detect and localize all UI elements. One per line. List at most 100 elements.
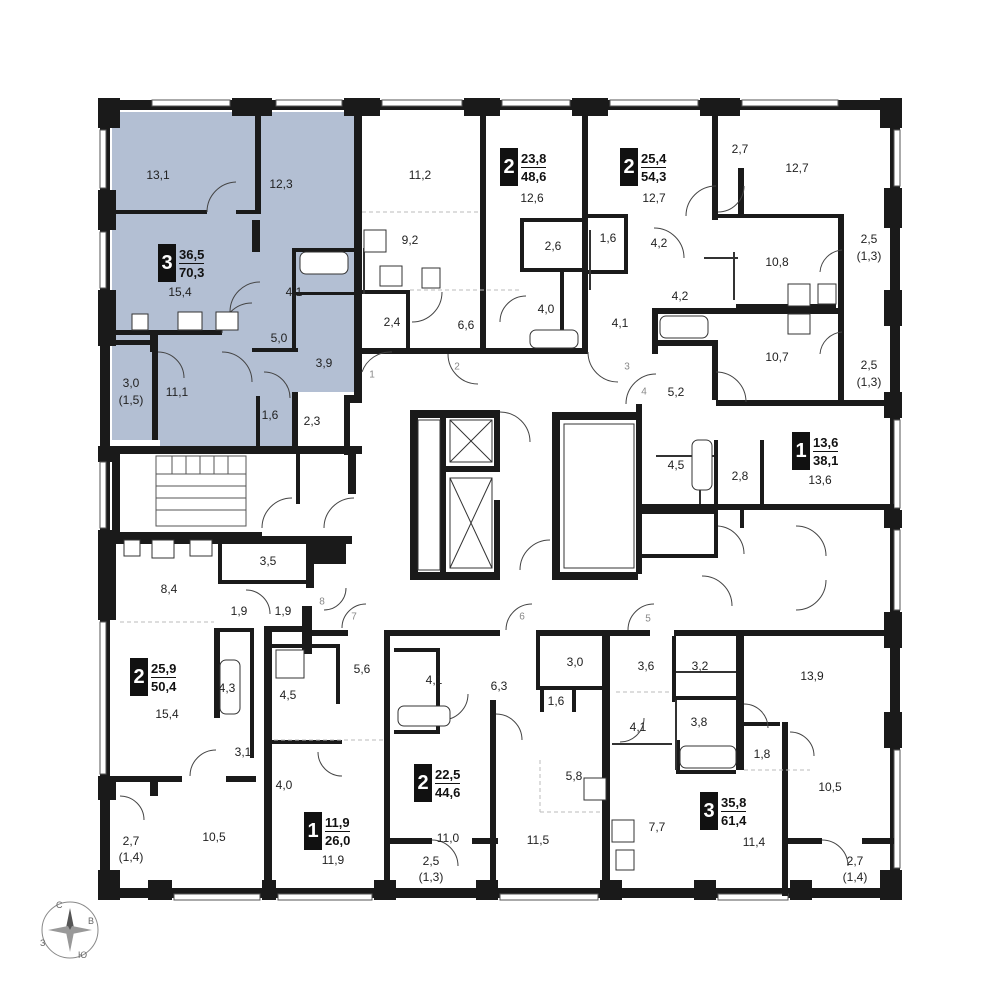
room-area-label: 5,6	[353, 662, 371, 676]
compass-east: В	[88, 916, 95, 926]
room-area-label: (1,3)	[856, 375, 882, 389]
highlighted-apartment[interactable]	[112, 112, 358, 450]
room-area-label: 4,1	[425, 673, 443, 687]
room-area-label: 3,8	[690, 715, 708, 729]
living-area: 11,9	[325, 814, 351, 832]
sink-icon	[189, 539, 213, 557]
compass-south: Ю	[78, 950, 88, 960]
total-area: 38,1	[813, 452, 839, 468]
door-number: 8	[319, 596, 325, 608]
stove-icon	[363, 229, 387, 253]
room-area-label: 3,6	[637, 659, 655, 673]
room-area-label: 12,3	[269, 177, 293, 191]
room-area-label: 12,7	[642, 191, 666, 205]
bathtub-icon	[397, 705, 451, 727]
room-area-label: 2,5	[422, 854, 440, 868]
room-area-label: 6,3	[490, 679, 508, 693]
room-area-label: 3,0	[122, 376, 140, 390]
sink-icon	[215, 311, 239, 331]
stove-icon	[177, 311, 203, 331]
compass-north: С	[56, 900, 63, 910]
room-area-label: 3,0	[566, 655, 584, 669]
room-area-label: 8,4	[160, 582, 178, 596]
shower-icon	[275, 649, 305, 679]
room-count: 2	[500, 148, 518, 186]
living-area: 22,5	[435, 766, 461, 784]
total-area: 50,4	[151, 678, 177, 694]
room-area-label: 2,7	[122, 834, 140, 848]
fixtures	[123, 229, 837, 871]
room-area-label: 12,6	[520, 191, 544, 205]
room-area-label: 5,0	[270, 331, 288, 345]
room-area-label: 15,4	[168, 285, 192, 299]
room-area-label: 10,8	[765, 255, 789, 269]
door-swings	[119, 181, 849, 867]
room-area-label: 11,4	[742, 835, 766, 849]
room-area-label: 1,9	[230, 604, 248, 618]
room-area-label: 2,6	[544, 239, 562, 253]
bathtub-icon	[659, 315, 709, 339]
door-number: 5	[645, 613, 651, 625]
room-area-label: 4,1	[629, 720, 647, 734]
bathtub-icon	[529, 329, 579, 349]
room-area-label: 5,8	[565, 769, 583, 783]
room-area-label: 10,5	[818, 780, 842, 794]
compass: С В Ю З	[38, 898, 102, 962]
room-area-label: 1,9	[274, 604, 292, 618]
door-number: 2	[454, 361, 460, 373]
room-area-label: 9,2	[401, 233, 419, 247]
room-area-label: 4,0	[537, 302, 555, 316]
living-area: 25,4	[641, 150, 667, 168]
total-area: 61,4	[721, 812, 747, 828]
living-area: 13,6	[813, 434, 839, 452]
room-area-label: 10,7	[765, 350, 789, 364]
door-number: 4	[641, 386, 647, 398]
room-area-label: 13,1	[146, 168, 170, 182]
room-area-label: 7,7	[648, 820, 666, 834]
room-area-label: (1,5)	[118, 393, 144, 407]
room-area-label: 11,0	[436, 831, 460, 845]
interior-walls	[112, 110, 894, 896]
total-area: 54,3	[641, 168, 667, 184]
room-count: 1	[304, 812, 322, 850]
room-area-label: 11,9	[321, 853, 345, 867]
room-area-label: 3,2	[691, 659, 709, 673]
living-area: 23,8	[521, 150, 547, 168]
stove-icon	[611, 819, 635, 843]
room-area-label: 1,6	[599, 231, 617, 245]
bathtub-icon	[219, 659, 241, 715]
room-area-label: 4,0	[275, 778, 293, 792]
living-area: 25,9	[151, 660, 177, 678]
room-area-label: 13,6	[808, 473, 832, 487]
living-area: 36,5	[179, 246, 205, 264]
room-area-label: 2,5	[860, 232, 878, 246]
sink-icon	[379, 265, 403, 287]
total-area: 70,3	[179, 264, 205, 280]
room-area-label: 12,7	[785, 161, 809, 175]
room-area-label: 2,3	[303, 414, 321, 428]
room-area-label: (1,4)	[118, 850, 144, 864]
room-area-label: 4,5	[667, 458, 685, 472]
room-area-label: 2,7	[846, 854, 864, 868]
room-count: 2	[130, 658, 148, 696]
room-area-label: 1,6	[261, 408, 279, 422]
door-number: 1	[369, 369, 375, 381]
fridge-icon	[421, 267, 441, 289]
fridge-icon	[817, 283, 837, 305]
room-area-label: 2,5	[860, 358, 878, 372]
bathtub-icon	[299, 251, 349, 275]
room-area-label: 1,6	[547, 694, 565, 708]
room-area-label: 2,8	[731, 469, 749, 483]
fridge-icon	[131, 313, 149, 331]
room-area-label: 3,5	[259, 554, 277, 568]
room-count: 2	[414, 764, 432, 802]
